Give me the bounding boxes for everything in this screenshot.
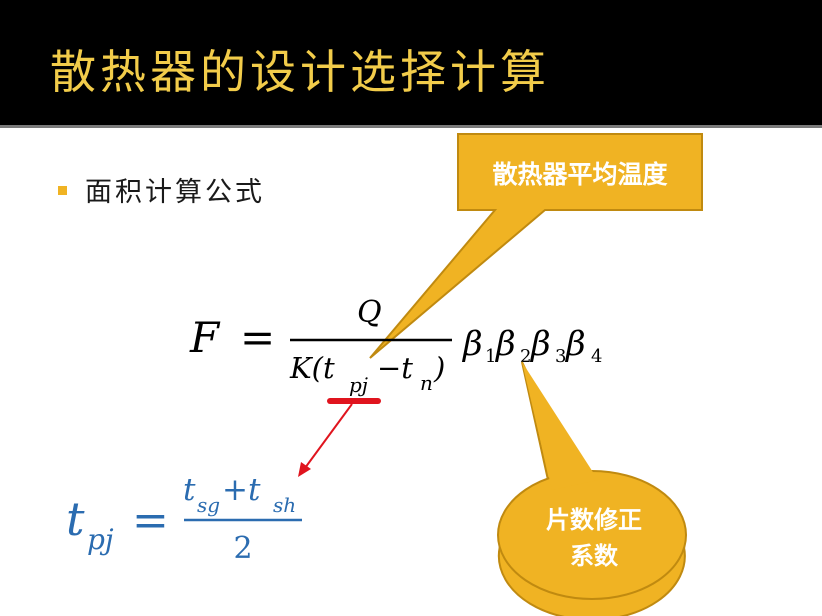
- tpj-num-t1: t: [183, 472, 196, 508]
- slide-title: 散热器的设计选择计算: [50, 45, 550, 99]
- formula-equals: =: [240, 313, 275, 362]
- beta-4: β: [564, 324, 586, 364]
- tpj-denominator: 2: [233, 531, 252, 566]
- denominator-K: K(t: [289, 351, 335, 385]
- denominator-close: ): [433, 351, 445, 385]
- callout-ellipse: [497, 470, 687, 600]
- bullet-icon: [58, 186, 67, 195]
- main-formula: F = Q K(t pj −t n ) β 1 β 2 β 3 β 4: [189, 295, 602, 397]
- beta-3: β: [529, 324, 551, 364]
- arrow-head: [298, 462, 311, 477]
- formula-lhs-F: F: [189, 313, 221, 362]
- beta-sub-3: 3: [555, 346, 566, 367]
- title-bar: 散热器的设计选择计算: [0, 0, 822, 128]
- callout-average-temperature: 散热器平均温度: [369, 133, 703, 359]
- tpj-lhs-t: t: [66, 492, 85, 546]
- beta-sub-4: 4: [591, 346, 602, 367]
- formula-numerator-Q: Q: [357, 295, 382, 330]
- beta-sub-1: 1: [485, 346, 496, 367]
- red-arrow: [298, 403, 353, 477]
- beta-2: β: [494, 324, 516, 364]
- callout-shape: [369, 133, 703, 359]
- beta-1: β: [461, 324, 483, 364]
- tpj-num-sub-sg: sg: [197, 493, 220, 517]
- tpj-lhs-sub: pj: [87, 523, 114, 556]
- tpj-num-sub-sh: sh: [273, 493, 296, 517]
- denominator-sub-pj: pj: [349, 373, 368, 397]
- tpj-formula: t pj = t sg +t sh 2: [66, 472, 302, 566]
- beta-sub-2: 2: [520, 346, 531, 367]
- callout-correction-factor: 片数修正 系数: [497, 361, 687, 616]
- tpj-num-plus-t: +t: [222, 472, 261, 508]
- callout-text-avg-temp: 散热器平均温度: [492, 160, 667, 189]
- callout-text-correction-1: 片数修正: [546, 506, 642, 534]
- callout-text-correction-2: 系数: [570, 542, 619, 570]
- bullet-text: 面积计算公式: [85, 177, 265, 208]
- arrow-line: [304, 403, 353, 469]
- denominator-minus-t: −t: [377, 351, 413, 385]
- denominator-sub-n: n: [420, 371, 433, 395]
- callout-tail-fill: [522, 362, 598, 490]
- tpj-equals: =: [132, 495, 169, 546]
